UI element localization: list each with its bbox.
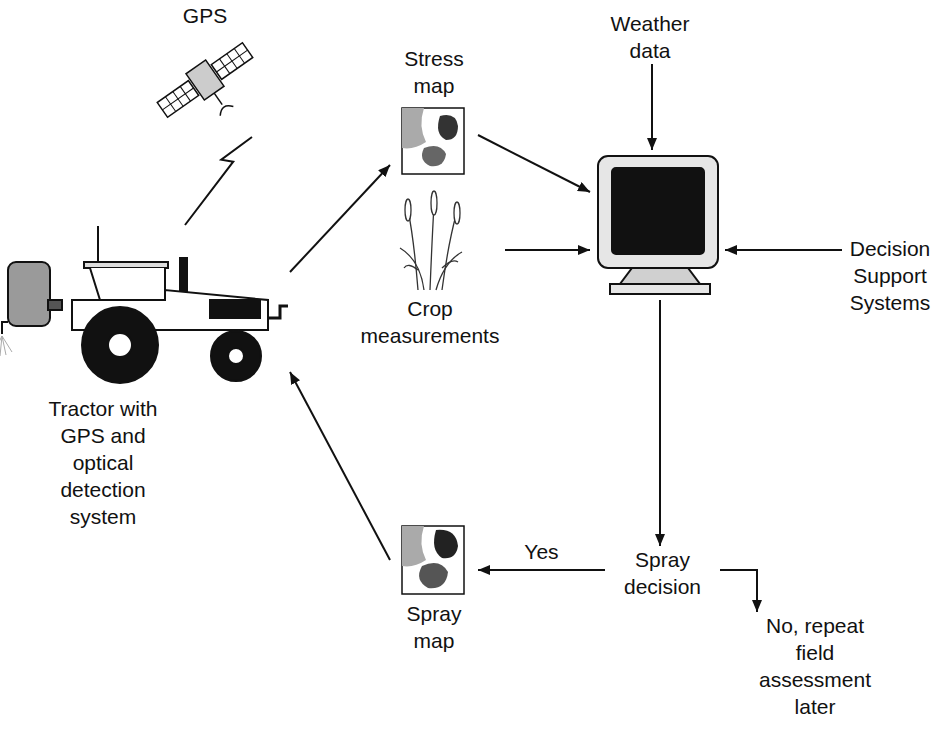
flow-arrow [659, 300, 661, 546]
computer-illustration [598, 156, 718, 294]
tank-mount [48, 300, 62, 310]
spray-map-node: Spray map [390, 520, 478, 654]
hood-grille [210, 300, 260, 318]
crop-measurements-node: Crop measurements [355, 195, 505, 349]
spray-tank [8, 262, 50, 326]
satellite-illustration [153, 37, 269, 141]
flow-arrow [505, 249, 590, 251]
antenna [97, 226, 99, 262]
edge-label: Yes [521, 539, 561, 564]
cab-window [90, 268, 165, 300]
flow-arrow [651, 64, 653, 150]
stress-map-node: Stress map [390, 45, 478, 167]
signal-link [185, 137, 252, 225]
decision-support-node: Decision Support Systems [842, 235, 938, 316]
satellite-antenna [214, 93, 222, 104]
node-label: Tractor with GPS and optical detection s… [28, 395, 178, 530]
spray-nozzle [2, 322, 8, 334]
node-label: Stress map [390, 45, 478, 99]
node-label: Spray map [390, 600, 478, 654]
stress-map-illustration [402, 108, 464, 174]
flow-arrow [725, 249, 842, 251]
solar-panel [157, 81, 198, 118]
tractor-node: Tractor with GPS and optical detection s… [0, 225, 290, 530]
crop-illustration [400, 191, 462, 290]
cab-roof [84, 262, 168, 268]
flow-arrow [290, 165, 390, 272]
front-wheel [211, 331, 261, 381]
node-label: Decision Support Systems [842, 235, 938, 316]
rear-wheel [82, 307, 158, 383]
spray-decision-node: Spray decision [605, 546, 720, 600]
repeat-assessment-node: No, repeat field assessment later [745, 612, 885, 720]
solar-panel [211, 43, 252, 80]
node-label: No, repeat field assessment later [753, 612, 877, 720]
flow-arrow [478, 135, 590, 192]
spray-mist [0, 336, 12, 356]
spray-map-illustration [402, 526, 464, 594]
weather-data-node: Weather data [590, 10, 710, 64]
satellite-dish [217, 102, 233, 115]
node-label: GPS [150, 2, 260, 29]
gps-node: GPS [150, 2, 260, 137]
flow-arrow [478, 569, 605, 571]
node-label: Crop measurements [355, 295, 505, 349]
rear-hub [108, 333, 132, 357]
node-label: Spray decision [605, 546, 720, 600]
computer-node [590, 150, 725, 300]
flow-arrow [720, 570, 757, 612]
tractor-illustration [0, 226, 288, 383]
front-hub [228, 348, 244, 364]
node-label: Weather data [590, 10, 710, 64]
panel-grid [157, 43, 253, 117]
flow-arrow [290, 372, 390, 560]
hitch [268, 306, 288, 318]
